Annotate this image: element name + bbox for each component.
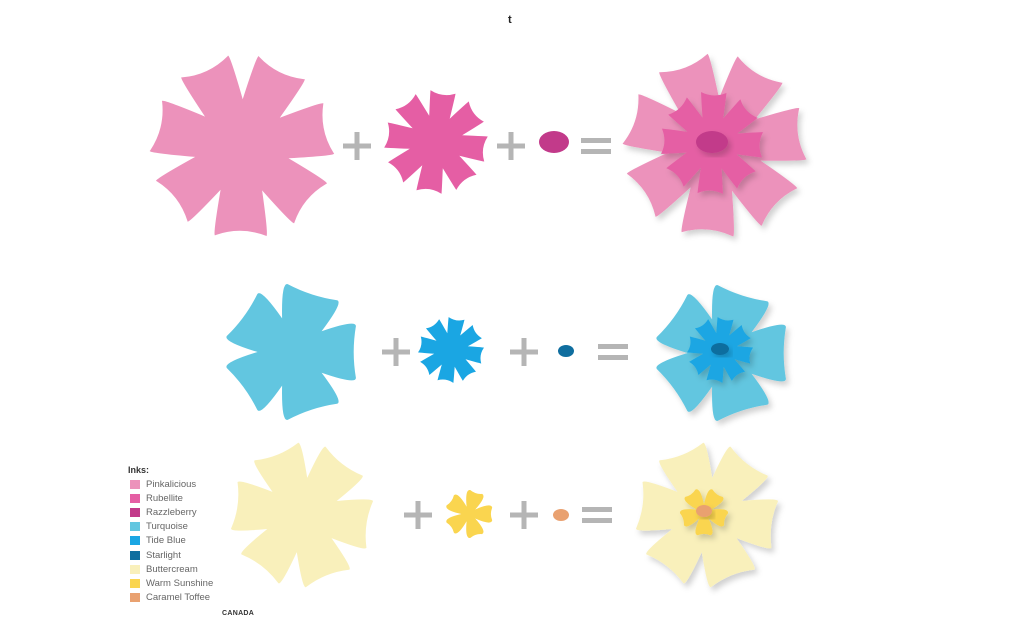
legend-label: Warm Sunshine — [146, 577, 214, 589]
yellow-plus-2 — [510, 501, 538, 529]
flower-shape — [446, 489, 493, 539]
blue-plus-1 — [382, 338, 410, 366]
pink-equals — [581, 138, 611, 154]
blue-result-flower — [656, 285, 786, 421]
legend-label: Turquoise — [146, 521, 188, 533]
legend-item: Buttercream — [128, 562, 213, 576]
yellow-large-flower — [231, 442, 373, 588]
center-dot-shape — [558, 345, 574, 357]
legend-swatch — [130, 479, 140, 489]
legend-item: Razzleberry — [128, 505, 213, 519]
flower-shape — [231, 442, 373, 588]
flower-shape — [417, 316, 485, 384]
plus-bar-v — [393, 338, 399, 366]
legend-item: Caramel Toffee — [128, 591, 213, 605]
pink-plus-2 — [497, 132, 525, 160]
flower-shape — [149, 55, 335, 237]
yellow-result-flower — [636, 442, 778, 588]
row-blue — [226, 284, 786, 421]
row-pink — [149, 53, 807, 237]
legend-label: Buttercream — [146, 563, 198, 575]
flower-shape — [384, 90, 488, 194]
plus-bar-v — [521, 501, 527, 529]
yellow-center-dot — [553, 509, 569, 521]
blue-center-dot — [558, 345, 574, 357]
legend-swatch — [130, 564, 140, 574]
plus-bar-v — [354, 132, 360, 160]
legend-item: Rubellite — [128, 491, 213, 505]
equals-bar-top — [581, 138, 611, 143]
pink-center-dot — [539, 131, 569, 153]
blue-equals — [598, 344, 628, 360]
legend-swatch — [130, 593, 140, 603]
center-dot-shape — [553, 509, 569, 521]
yellow-equals — [582, 507, 612, 523]
plus-bar-v — [508, 132, 514, 160]
blue-medium-flower — [417, 316, 485, 384]
legend-title: Inks: — [128, 465, 150, 475]
legend-label: Caramel Toffee — [146, 592, 211, 604]
flower-shape — [226, 284, 356, 420]
equals-bar-bottom — [581, 149, 611, 154]
pink-result-flower — [622, 53, 807, 237]
legend-label: Starlight — [146, 549, 181, 561]
equals-bar-top — [582, 507, 612, 512]
legend-item: Turquoise — [128, 520, 213, 534]
equals-bar-top — [598, 344, 628, 349]
result-center-layer — [696, 131, 728, 153]
legend-item: Starlight — [128, 548, 213, 562]
result-center-layer — [711, 343, 729, 355]
legend-item: Tide Blue — [128, 534, 213, 548]
pink-plus-1 — [343, 132, 371, 160]
legend-swatch — [130, 550, 140, 560]
legend-item: Pinkalicious — [128, 477, 213, 491]
plus-bar-v — [521, 338, 527, 366]
legend-swatch — [130, 578, 140, 588]
pink-large-flower — [149, 55, 335, 237]
top-mark: t — [508, 14, 512, 26]
row-yellow — [231, 442, 778, 588]
blue-plus-2 — [510, 338, 538, 366]
result-center-layer — [696, 505, 712, 517]
legend-swatch — [130, 522, 140, 532]
legend-swatch — [130, 493, 140, 503]
legend-label: Tide Blue — [146, 535, 186, 547]
footer-mark: CANADA — [222, 610, 255, 617]
plus-bar-v — [415, 501, 421, 529]
legend-label: Rubellite — [146, 492, 183, 504]
blue-large-flower — [226, 284, 356, 420]
legend-swatch — [130, 536, 140, 546]
legend-label: Razzleberry — [146, 506, 197, 518]
yellow-plus-1 — [404, 501, 432, 529]
pink-medium-flower — [384, 90, 488, 194]
legend-swatch — [130, 507, 140, 517]
legend-item: Warm Sunshine — [128, 576, 213, 590]
yellow-medium-flower — [446, 489, 493, 539]
center-dot-shape — [539, 131, 569, 153]
equals-bar-bottom — [598, 355, 628, 360]
legend-label: Pinkalicious — [146, 478, 197, 490]
equals-bar-bottom — [582, 518, 612, 523]
